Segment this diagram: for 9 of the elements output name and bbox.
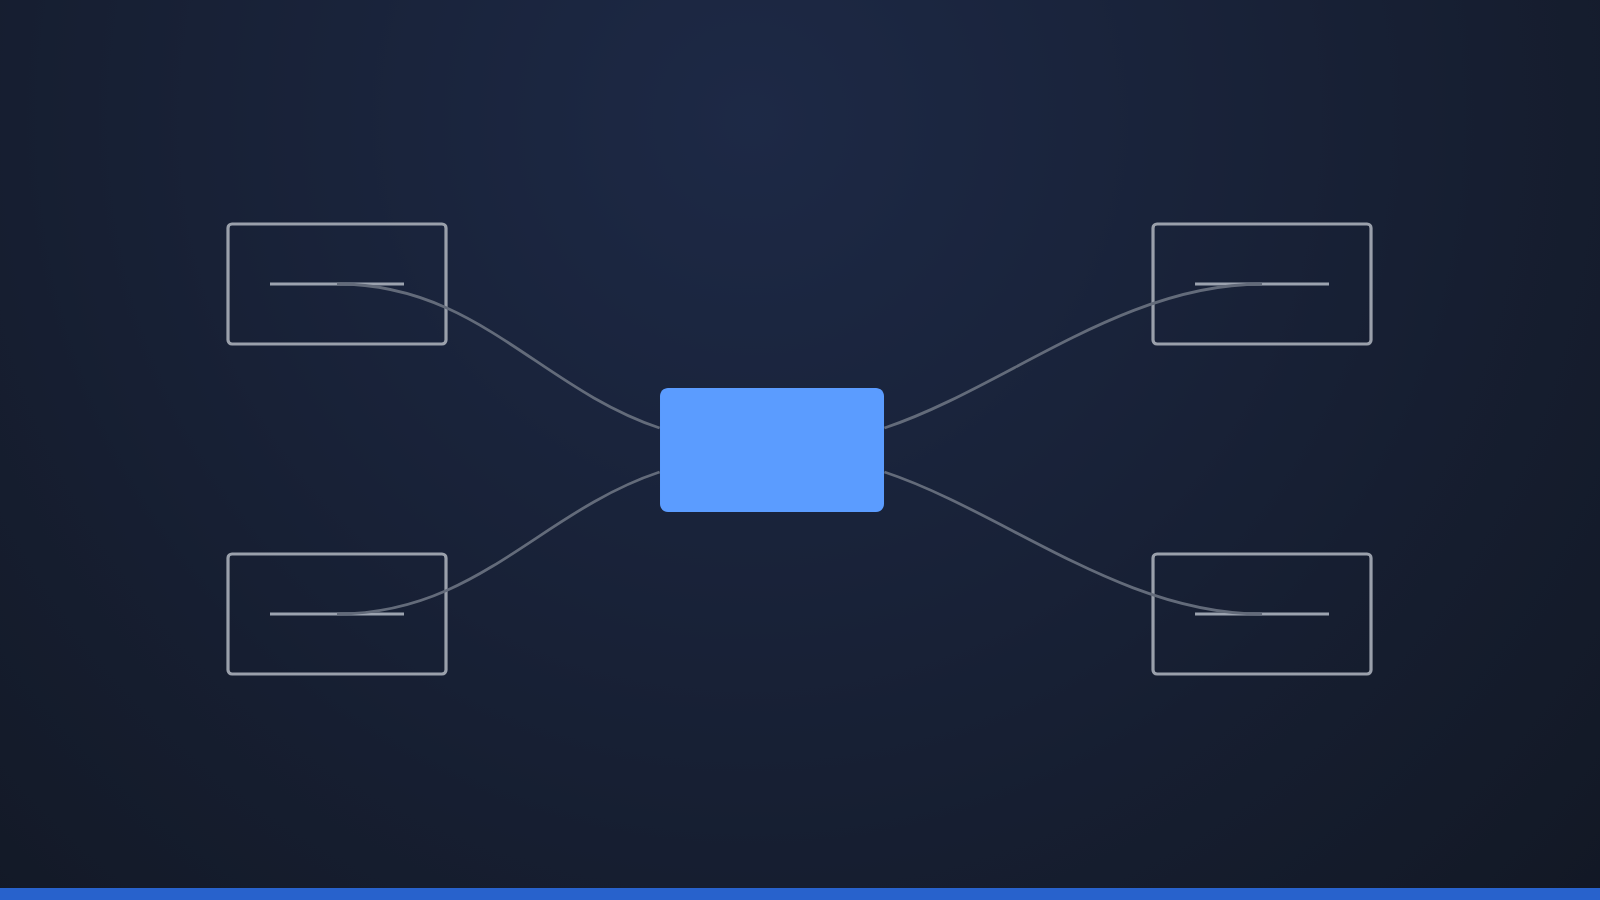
connector-curve xyxy=(883,282,1263,430)
outline-box xyxy=(226,222,448,346)
connector-curve xyxy=(883,470,1263,616)
connector-curve xyxy=(336,470,661,616)
outline-box xyxy=(226,552,448,676)
outline-box xyxy=(1151,222,1373,346)
connector-curve xyxy=(336,282,661,430)
outline-box xyxy=(1151,552,1373,676)
hub-box xyxy=(660,388,884,512)
